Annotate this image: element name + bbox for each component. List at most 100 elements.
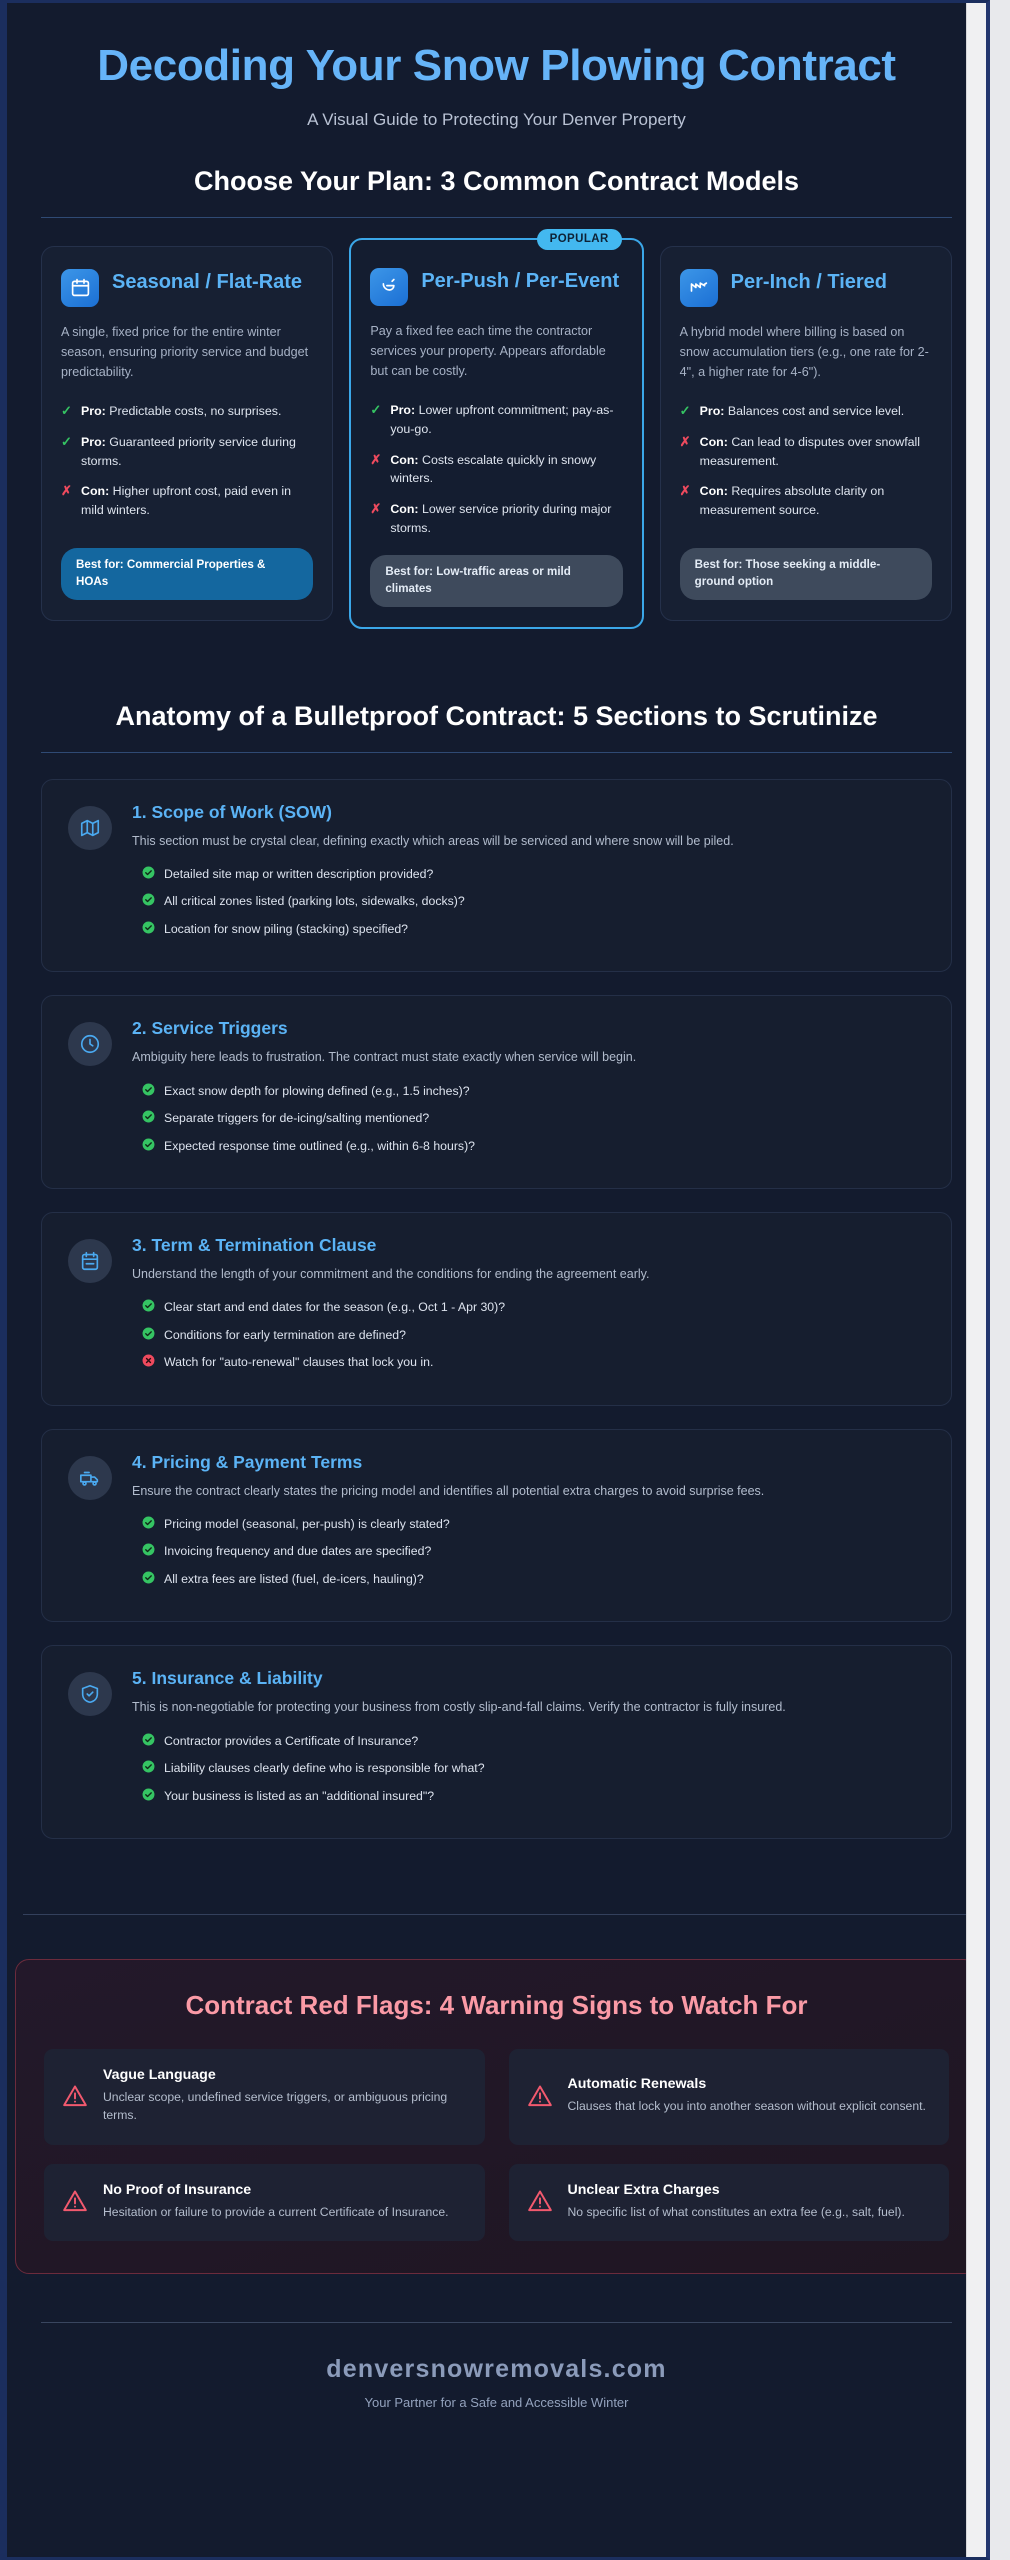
checklist-text: Detailed site map or written description… <box>164 866 434 881</box>
checklist-text: All critical zones listed (parking lots,… <box>164 894 465 909</box>
check-circle-icon <box>142 1760 155 1773</box>
plan-card-2[interactable]: Per-Inch / Tiered A hybrid model where b… <box>659 245 952 622</box>
plan-point-body: Predictable costs, no surprises. <box>105 404 282 419</box>
check-circle-icon <box>142 1788 155 1801</box>
plan-title: Per-Inch / Tiered <box>730 270 888 293</box>
cross-mark-icon: ✗ <box>370 500 382 516</box>
checklist-text: Your business is listed as an "additiona… <box>164 1788 435 1803</box>
red-flag-text: Unclear scope, undefined service trigger… <box>103 2090 448 2123</box>
check-mark-icon: ✓ <box>370 402 382 418</box>
check-circle-icon <box>142 1138 155 1151</box>
red-flags-title: Contract Red Flags: 4 Warning Signs to W… <box>185 1990 808 2021</box>
checklist-item: All critical zones listed (parking lots,… <box>132 892 925 910</box>
anatomy-card-description: Ambiguity here leads to frustration. The… <box>132 1050 637 1065</box>
checklist-item: Watch for "auto-renewal" clauses that lo… <box>132 1353 925 1371</box>
anatomy-card-2[interactable]: 3. Term & Termination Clause Understand … <box>41 1211 952 1406</box>
anatomy-card-title: 2. Service Triggers <box>132 1018 288 1039</box>
plan-card-1[interactable]: POPULAR Per-Push / Per-Event Pay a fixed… <box>349 228 644 630</box>
money-truck-icon <box>68 1455 112 1500</box>
red-flag-card-1[interactable]: Automatic Renewals Clauses that lock you… <box>508 2049 949 2145</box>
checklist-item: Separate triggers for de-icing/salting m… <box>132 1109 925 1127</box>
checklist-item: Your business is listed as an "additiona… <box>132 1787 925 1805</box>
anatomy-card-title: 4. Pricing & Payment Terms <box>132 1451 363 1472</box>
plan-card-0[interactable]: Seasonal / Flat-Rate A single, fixed pri… <box>41 245 334 622</box>
checklist-item: Contractor provides a Certificate of Ins… <box>132 1732 925 1750</box>
map-icon <box>68 805 112 850</box>
checklist-text: Liability clauses clearly define who is … <box>164 1761 485 1776</box>
check-circle-icon <box>142 1571 155 1584</box>
warning-triangle-icon <box>527 2085 552 2106</box>
plan-point-label: Pro: <box>81 435 106 450</box>
ruler-icon <box>679 268 718 307</box>
anatomy-card-4[interactable]: 5. Insurance & Liability This is non-neg… <box>41 1645 952 1840</box>
plan-point-body: Costs escalate quickly in snowy winters. <box>390 452 597 486</box>
anatomy-card-description: This section must be crystal clear, defi… <box>132 833 734 848</box>
plan-point-text: Con: Costs escalate quickly in snowy win… <box>390 451 622 488</box>
plan-point: ✗ Con: Requires absolute clarity on meas… <box>680 482 932 519</box>
red-flag-title: Vague Language <box>103 2067 216 2084</box>
plan-point-text: Con: Can lead to disputes over snowfall … <box>700 433 932 470</box>
check-circle-icon <box>142 1138 155 1150</box>
red-flags-divider <box>23 1914 970 1916</box>
calendar-clock-icon <box>68 1238 112 1283</box>
plan-best-for: Best for: Those seeking a middle-ground … <box>679 548 932 601</box>
plan-point: ✗ Con: Can lead to disputes over snowfal… <box>680 433 932 470</box>
check-circle-icon <box>142 1083 155 1096</box>
check-mark-icon: ✓ <box>679 403 691 419</box>
check-circle-icon <box>142 1760 155 1773</box>
anatomy-card-body: 5. Insurance & Liability This is non-neg… <box>132 1668 925 1814</box>
red-flag-card-2[interactable]: No Proof of Insurance Hesitation or fail… <box>44 2163 485 2241</box>
plan-points: ✓ Pro: Lower upfront commitment; pay-as-… <box>370 401 622 549</box>
plans-section: Choose Your Plan: 3 Common Contract Mode… <box>7 134 986 630</box>
plan-point-text: Con: Lower service priority during major… <box>390 500 622 537</box>
page-subtitle: A Visual Guide to Protecting Your Denver… <box>307 110 686 130</box>
red-flag-card-3[interactable]: Unclear Extra Charges No specific list o… <box>508 2163 949 2241</box>
warning-triangle-icon <box>527 2188 553 2214</box>
footer-domain[interactable]: denversnowremovals.com <box>326 2354 667 2383</box>
red-flag-title: No Proof of Insurance <box>103 2181 252 2198</box>
plan-point-body: Requires absolute clarity on measurement… <box>699 484 885 517</box>
anatomy-card-3[interactable]: 4. Pricing & Payment Terms Ensure the co… <box>41 1428 952 1623</box>
red-flag-body: Vague Language Unclear scope, undefined … <box>103 2067 467 2125</box>
plan-point-text: Pro: Guaranteed priority service during … <box>81 433 313 470</box>
shield-check-icon <box>68 1672 112 1717</box>
checklist-item: Pricing model (seasonal, per-push) is cl… <box>132 1515 925 1533</box>
scrollbar[interactable] <box>966 3 986 2557</box>
red-flag-card-0[interactable]: Vague Language Unclear scope, undefined … <box>44 2049 485 2145</box>
cross-mark-icon: ✗ <box>61 483 72 499</box>
checklist-text: Invoicing frequency and due dates are sp… <box>164 1544 432 1559</box>
checklist-item: Clear start and end dates for the season… <box>132 1298 925 1316</box>
anatomy-card-description: Understand the length of your commitment… <box>132 1266 650 1281</box>
checklist-item: Invoicing frequency and due dates are sp… <box>132 1542 925 1560</box>
footer-divider <box>41 2321 952 2323</box>
plan-points: ✓ Pro: Balances cost and service level. … <box>680 402 932 542</box>
plans-heading: Choose Your Plan: 3 Common Contract Mode… <box>193 166 800 197</box>
checklist-text: Separate triggers for de-icing/salting m… <box>164 1111 430 1126</box>
red-flag-text: Hesitation or failure to provide a curre… <box>103 2204 449 2219</box>
x-circle-icon <box>142 1354 155 1367</box>
plan-best-for: Best for: Low-traffic areas or mild clim… <box>370 555 623 608</box>
plan-card-header: Per-Push / Per-Event <box>370 267 622 306</box>
check-circle-icon <box>142 1733 155 1746</box>
anatomy-card-0[interactable]: 1. Scope of Work (SOW) This section must… <box>41 778 952 973</box>
checklist-item: Exact snow depth for plowing defined (e.… <box>132 1082 925 1100</box>
anatomy-heading: Anatomy of a Bulletproof Contract: 5 Sec… <box>115 701 878 732</box>
warning-triangle-icon <box>527 2083 553 2109</box>
anatomy-divider <box>41 751 952 753</box>
anatomy-card-title: 3. Term & Termination Clause <box>132 1234 377 1255</box>
plan-point-body: Can lead to disputes over snowfall measu… <box>699 435 921 468</box>
check-circle-icon <box>142 1299 155 1312</box>
anatomy-card-1[interactable]: 2. Service Triggers Ambiguity here leads… <box>41 995 952 1189</box>
check-circle-icon <box>142 1299 155 1312</box>
anatomy-card-description: Ensure the contract clearly states the p… <box>132 1483 765 1498</box>
plan-description: A single, fixed price for the entire win… <box>61 324 309 379</box>
check-circle-icon <box>142 866 155 879</box>
check-circle-icon <box>142 921 155 934</box>
check-mark-icon: ✓ <box>61 403 72 419</box>
plan-point-text: Con: Higher upfront cost, paid even in m… <box>81 482 313 519</box>
plan-point-body: Lower upfront commitment; pay-as-you-go. <box>390 403 614 437</box>
cross-mark-icon: ✗ <box>679 434 691 450</box>
checklist-text: Exact snow depth for plowing defined (e.… <box>164 1083 470 1098</box>
plan-point-label: Pro: <box>699 404 725 419</box>
